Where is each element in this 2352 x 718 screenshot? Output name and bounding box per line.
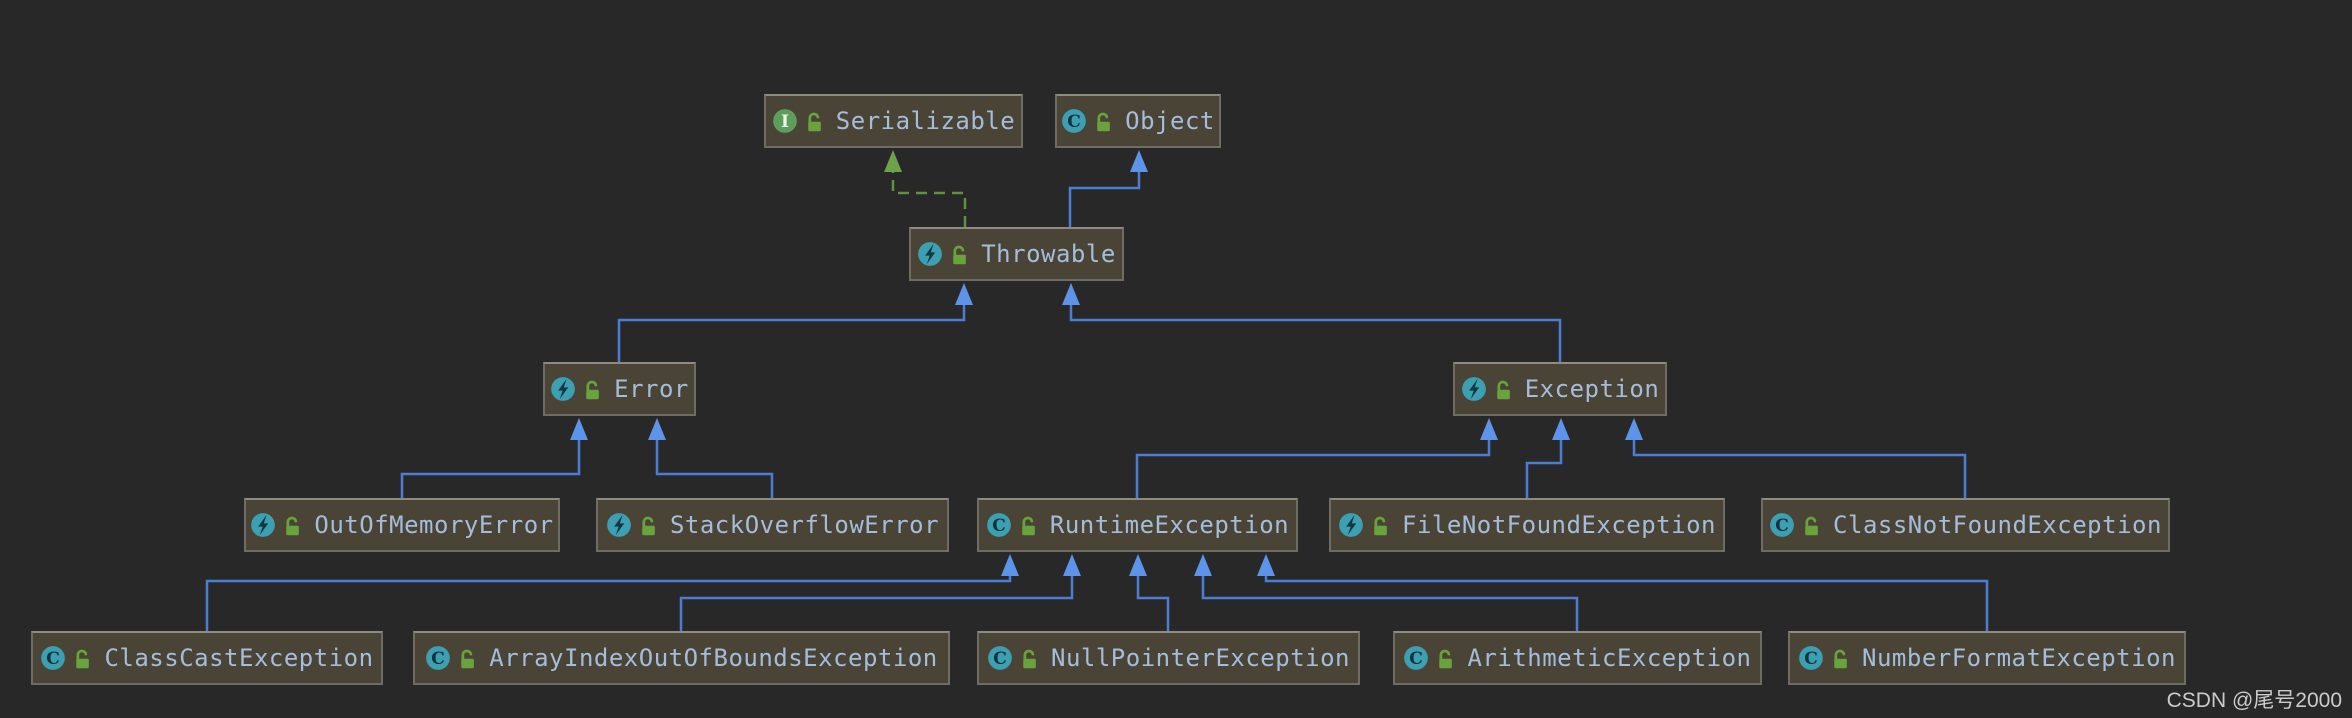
node-label: Throwable	[981, 240, 1116, 268]
lock-icon	[1800, 515, 1821, 536]
diagram-node-arithmetic-exception[interactable]: C ArithmeticException	[1393, 631, 1762, 685]
diagram-node-file-not-found-exception[interactable]: FileNotFoundException	[1329, 498, 1725, 552]
node-label: FileNotFoundException	[1402, 511, 1716, 539]
edge-exception-throwable-extends	[1062, 283, 1562, 362]
node-label: NumberFormatException	[1862, 644, 2176, 672]
diagram-node-object[interactable]: C Object	[1055, 94, 1221, 148]
diagram-node-serializable[interactable]: I Serializable	[764, 94, 1023, 148]
edge-throwable-object-extends	[1068, 150, 1148, 227]
diagram-node-exception[interactable]: Exception	[1453, 362, 1667, 416]
lock-icon	[948, 244, 969, 265]
edge-class-not-found-exception-exception-extends	[1625, 418, 1967, 498]
diagram-node-array-index-out-of-bounds-exception[interactable]: C ArrayIndexOutOfBoundsException	[413, 631, 950, 685]
edge-null-pointer-exception-runtime-exception-extends	[1129, 554, 1170, 631]
diagram-node-class-cast-exception[interactable]: C ClassCastException	[31, 631, 383, 685]
edge-array-index-out-of-bounds-exception-runtime-exception-extends	[679, 554, 1081, 631]
lock-icon	[1492, 379, 1513, 400]
svg-text:C: C	[1067, 112, 1081, 132]
lock-icon	[581, 379, 602, 400]
exception-class-icon	[250, 512, 276, 538]
interface-icon: I	[772, 108, 798, 134]
edge-error-throwable-extends	[617, 283, 973, 362]
class-icon: C	[425, 645, 451, 671]
svg-text:C: C	[431, 649, 445, 669]
node-label: OutOfMemoryError	[314, 511, 554, 539]
lock-icon	[1092, 111, 1113, 132]
node-label: ArrayIndexOutOfBoundsException	[489, 644, 938, 672]
diagram-node-throwable[interactable]: Throwable	[909, 227, 1124, 281]
svg-text:C: C	[47, 649, 61, 669]
class-icon: C	[40, 645, 66, 671]
diagram-node-null-pointer-exception[interactable]: C NullPointerException	[977, 631, 1360, 685]
exception-class-icon	[917, 241, 943, 267]
edge-stack-overflow-error-error-extends	[648, 418, 774, 498]
svg-text:C: C	[992, 516, 1006, 536]
diagram-node-stack-overflow-error[interactable]: StackOverflowError	[596, 498, 949, 552]
class-icon: C	[1061, 108, 1087, 134]
node-label: StackOverflowError	[669, 511, 940, 539]
exception-class-icon	[550, 376, 576, 402]
class-icon: C	[1403, 645, 1429, 671]
edge-runtime-exception-exception-extends	[1135, 418, 1498, 498]
edge-out-of-memory-error-error-extends	[400, 418, 588, 498]
exception-class-icon	[1461, 376, 1487, 402]
edge-file-not-found-exception-exception-extends	[1525, 418, 1570, 498]
lock-icon	[1829, 648, 1850, 669]
watermark: CSDN @尾号2000	[2166, 689, 2342, 712]
diagram-node-number-format-exception[interactable]: C NumberFormatException	[1788, 631, 2186, 685]
class-icon: C	[1798, 645, 1824, 671]
node-label: Error	[614, 375, 689, 403]
class-icon: C	[987, 645, 1013, 671]
class-icon: C	[1769, 512, 1795, 538]
lock-icon	[281, 515, 302, 536]
svg-text:I: I	[781, 112, 789, 132]
exception-class-icon	[1338, 512, 1364, 538]
lock-icon	[1369, 515, 1390, 536]
edge-throwable-serializable-implements	[884, 150, 967, 227]
node-label: Exception	[1524, 375, 1660, 403]
diagram-node-error[interactable]: Error	[543, 362, 696, 416]
lock-icon	[637, 515, 658, 536]
node-label: ArithmeticException	[1467, 644, 1752, 672]
lock-icon	[1017, 515, 1038, 536]
svg-text:C: C	[1410, 649, 1424, 669]
lock-icon	[1018, 648, 1039, 669]
diagram-node-runtime-exception[interactable]: C RuntimeException	[977, 498, 1298, 552]
svg-text:C: C	[993, 649, 1007, 669]
node-label: Object	[1125, 107, 1215, 135]
lock-icon	[1434, 648, 1455, 669]
edge-arithmetic-exception-runtime-exception-extends	[1194, 554, 1579, 631]
node-label: ClassNotFoundException	[1833, 511, 2162, 539]
node-label: ClassCastException	[104, 644, 374, 672]
class-icon: C	[986, 512, 1012, 538]
svg-text:C: C	[1804, 649, 1818, 669]
lock-icon	[71, 648, 92, 669]
diagram-node-out-of-memory-error[interactable]: OutOfMemoryError	[244, 498, 560, 552]
node-label: Serializable	[835, 107, 1016, 135]
lock-icon	[803, 111, 824, 132]
node-label: RuntimeException	[1049, 511, 1290, 539]
edge-class-cast-exception-runtime-exception-extends	[205, 554, 1019, 631]
node-label: NullPointerException	[1051, 644, 1350, 672]
svg-text:C: C	[1775, 516, 1789, 536]
diagram-node-class-not-found-exception[interactable]: C ClassNotFoundException	[1761, 498, 2170, 552]
lock-icon	[456, 648, 477, 669]
edge-number-format-exception-runtime-exception-extends	[1257, 554, 1989, 631]
exception-class-icon	[606, 512, 632, 538]
